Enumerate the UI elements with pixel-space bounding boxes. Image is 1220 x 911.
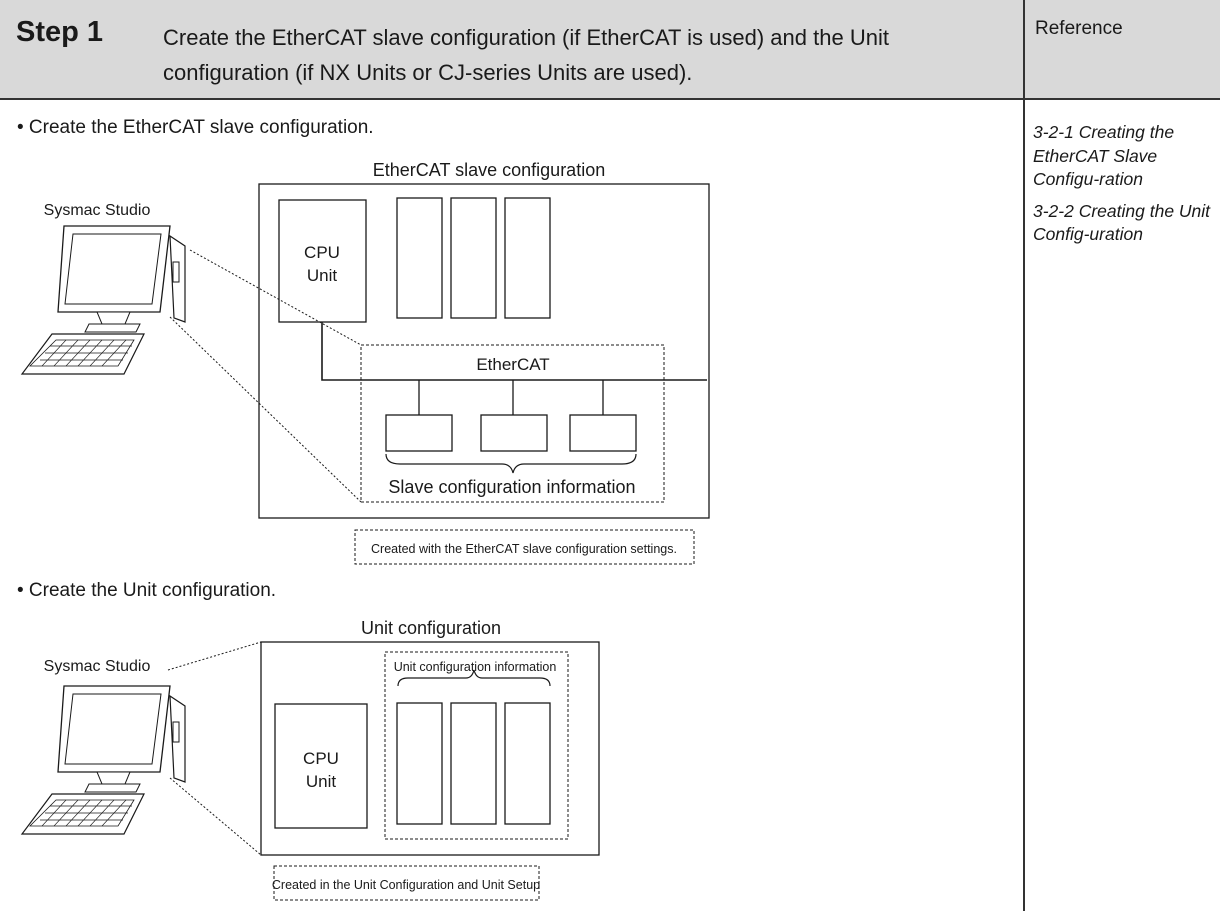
expansion-unit <box>450 702 497 825</box>
cpu-unit-box <box>274 703 368 829</box>
computer-label: Sysmac Studio <box>44 202 151 219</box>
step-number: Step 1 <box>16 16 104 48</box>
zoom-line <box>167 641 262 671</box>
unit-configuration-diagram: Unit configuration CPU Unit Unit configu… <box>20 618 600 901</box>
slave-info-dashed-box <box>360 344 665 503</box>
cpu-label-line2: Unit <box>306 772 337 791</box>
unit-info-label: Unit configuration information <box>394 660 557 674</box>
expansion-unit <box>396 702 443 825</box>
bullet-unit-config: • Create the Unit configuration. <box>17 580 277 601</box>
ethercat-diagram-title: EtherCAT slave configuration <box>373 160 605 180</box>
reference-list: 3-2-1 Creating the EtherCAT Slave Config… <box>1033 121 1213 255</box>
expansion-unit <box>396 197 443 319</box>
step-description: Create the EtherCAT slave configuration … <box>163 25 889 85</box>
controller-frame <box>258 183 710 519</box>
step-header <box>0 0 1220 98</box>
unit-caption: Created in the Unit Configuration and Un… <box>272 878 540 892</box>
reference-item-3-2-2[interactable]: 3-2-2 Creating the Unit Config-uration <box>1033 200 1211 245</box>
slave-brace <box>385 453 637 474</box>
expansion-unit <box>504 702 551 825</box>
slave-device <box>480 414 548 452</box>
computer-icon <box>20 225 186 375</box>
expansion-unit <box>450 197 497 319</box>
cpu-label-line1: CPU <box>303 749 339 768</box>
slave-info-label: Slave configuration information <box>388 477 635 497</box>
unit-diagram-title: Unit configuration <box>361 618 501 638</box>
slave-device <box>569 414 637 452</box>
caption-box <box>354 529 695 565</box>
ethercat-caption: Created with the EtherCAT slave configur… <box>371 542 677 556</box>
expansion-unit <box>504 197 551 319</box>
zoom-line <box>169 316 362 503</box>
unit-info-dashed-box <box>384 651 569 840</box>
computer-label: Sysmac Studio <box>44 658 151 675</box>
reference-item-3-2-1[interactable]: 3-2-1 Creating the EtherCAT Slave Config… <box>1033 122 1175 189</box>
cpu-label-line1: CPU <box>304 243 340 262</box>
computer-icon <box>20 685 186 835</box>
ethercat-slave-configuration-diagram: EtherCAT slave configuration CPU Unit Et… <box>20 160 710 565</box>
header-divider <box>0 98 1220 100</box>
ethercat-network-line <box>321 322 707 381</box>
caption-box <box>273 865 540 901</box>
bullet-ethercat-config: • Create the EtherCAT slave configuratio… <box>17 117 374 138</box>
controller-frame <box>260 641 600 856</box>
zoom-line <box>169 777 262 856</box>
ethercat-network-label: EtherCAT <box>476 355 549 374</box>
unit-brace <box>397 669 551 687</box>
cpu-label-line2: Unit <box>307 266 338 285</box>
reference-column-divider <box>1023 0 1025 911</box>
zoom-line <box>189 249 362 346</box>
reference-heading: Reference <box>1035 18 1123 39</box>
slave-device <box>385 414 453 452</box>
